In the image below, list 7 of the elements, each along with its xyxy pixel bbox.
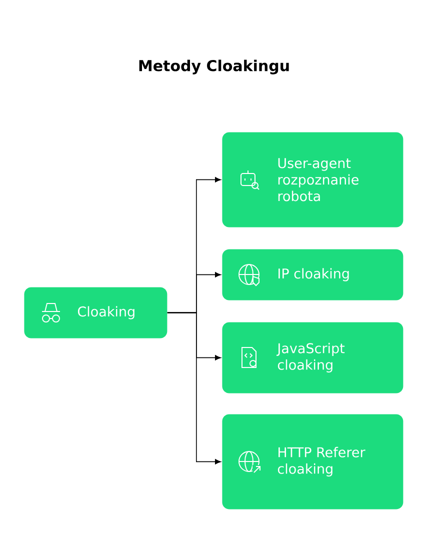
process-box: JavaScript cloaking bbox=[222, 322, 404, 394]
process-box: User-agent rozpoznanie robota bbox=[222, 132, 404, 228]
arrow bbox=[167, 312, 221, 464]
process-box: HTTP Referer cloaking bbox=[222, 414, 404, 510]
title: Metody Cloakingu bbox=[139, 60, 289, 74]
process-box: IP cloaking bbox=[222, 249, 404, 300]
process-box: Cloaking bbox=[24, 287, 168, 338]
